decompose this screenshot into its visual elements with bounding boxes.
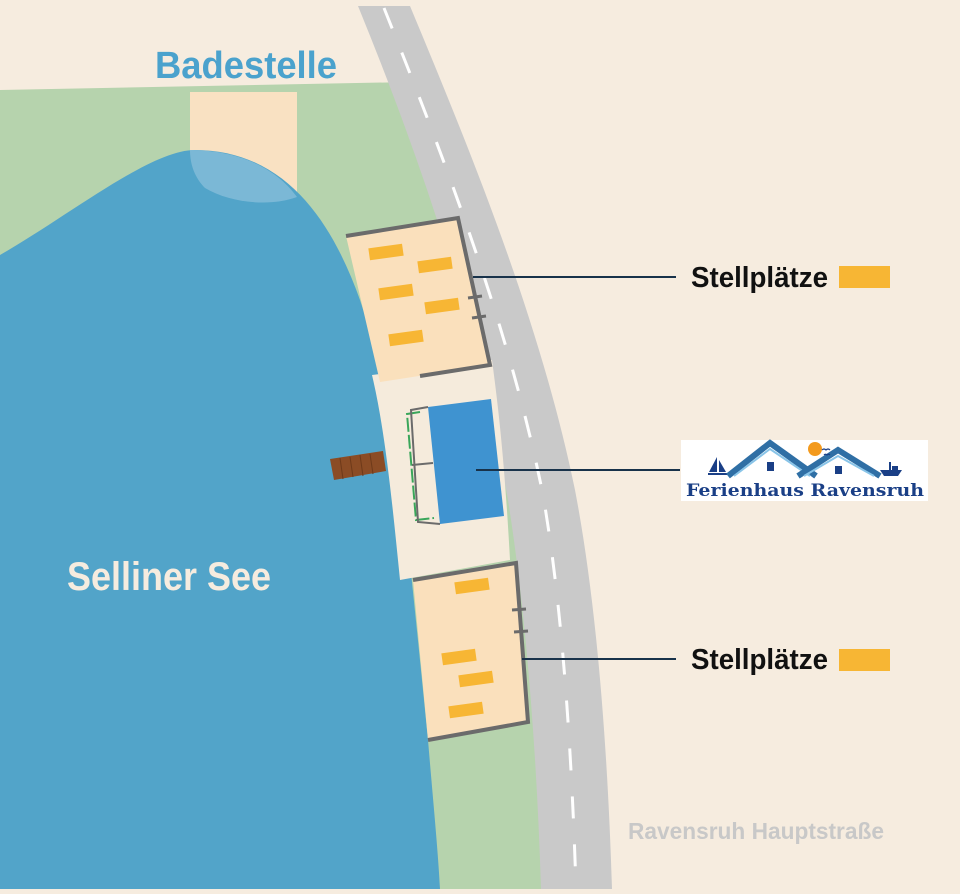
- parking-slot: [417, 256, 453, 274]
- birds-icon: [821, 448, 831, 456]
- parking-slot: [424, 297, 460, 315]
- parking-gate-bottom: [511, 607, 529, 634]
- fishing-boat-icon: [880, 462, 902, 476]
- beach-label: Badestelle: [155, 45, 337, 87]
- house-building: [428, 399, 504, 524]
- window-icons: [767, 462, 842, 474]
- parking-legend-swatch-top: [839, 266, 890, 288]
- parking-fence-top: [345, 215, 493, 378]
- parking-slot: [454, 577, 490, 595]
- house-hedge: [405, 411, 435, 522]
- house-wall: [409, 406, 441, 525]
- ferienhaus-logo: Ferienhaus Ravensruh: [681, 439, 928, 501]
- parking-slot: [388, 329, 424, 347]
- parking-slots-top: [368, 243, 460, 347]
- pier: [330, 451, 386, 480]
- parking-label-bottom: Stellplätze: [691, 644, 828, 676]
- house-wall-divider: [411, 462, 434, 466]
- road-label: Ravensruh Hauptstraße: [628, 818, 884, 844]
- logo-text: Ferienhaus Ravensruh: [686, 481, 924, 501]
- lake-label: Selliner See: [67, 555, 271, 599]
- parking-fence-bottom: [412, 560, 531, 742]
- sun-icon: [808, 442, 822, 456]
- house-roof-icon: [726, 439, 882, 479]
- parking-slots-bottom: [441, 577, 494, 719]
- parking-label-top: Stellplätze: [691, 262, 828, 294]
- parking-gate-top: [467, 294, 487, 320]
- parking-slot: [448, 701, 484, 719]
- parking-slot: [441, 648, 477, 666]
- parking-slot: [458, 670, 494, 688]
- parking-legend-swatch-bottom: [839, 649, 890, 671]
- road: [358, 6, 612, 889]
- parking-slot: [368, 243, 404, 261]
- parking-slot: [378, 283, 414, 301]
- swimming-area: [190, 150, 297, 203]
- sailboat-icon: [708, 457, 728, 475]
- lake: [0, 150, 440, 889]
- parking-area-top: [346, 218, 490, 382]
- road-center-line: [382, 7, 578, 890]
